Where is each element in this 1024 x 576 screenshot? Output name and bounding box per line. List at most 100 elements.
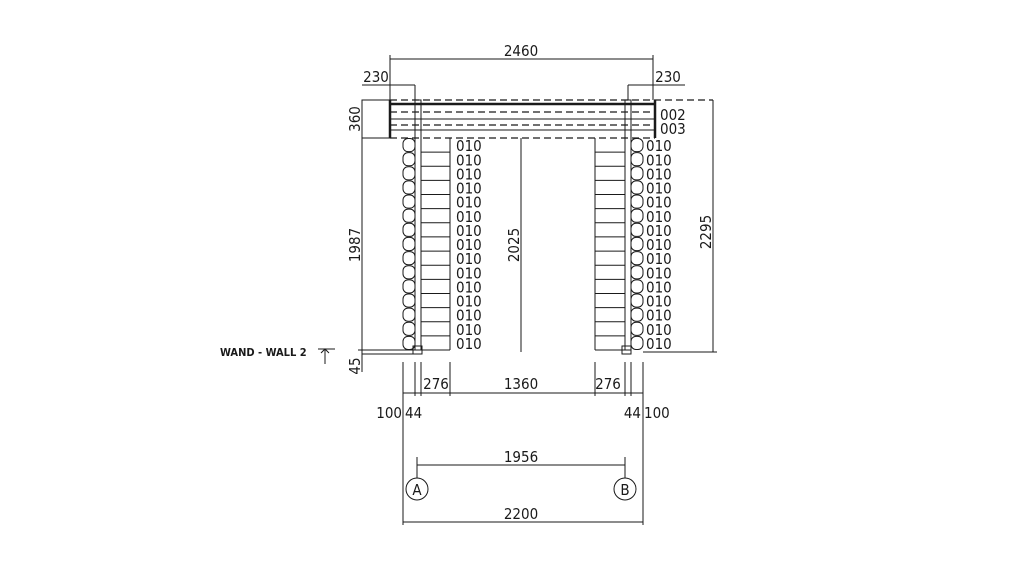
dim-text: 44 [624,404,641,422]
log-end-right [630,194,644,209]
axis-marker-b: B [613,477,637,501]
log-label: 010 [456,335,482,353]
log-label: 010 [646,180,672,198]
log-row: 010 010 [402,165,672,183]
dimension-2200: 2200 [403,505,643,523]
log-label: 010 [456,236,482,254]
base-plate [362,345,632,355]
log-end-left [402,138,416,153]
log-row: 010 010 [402,151,672,169]
log-label: 010 [646,208,672,226]
log-end-left [402,194,416,209]
log-end-right [630,335,644,351]
dim-text: 2460 [504,42,538,60]
dim-text: 1956 [504,448,538,466]
beam-label: 002 [660,106,686,124]
dim-text: 1987 [346,228,364,262]
log-label: 010 [456,137,482,155]
log-label: 010 [646,236,672,254]
section-label: WAND - WALL 2 [220,346,307,359]
log-row: 010 010 [402,307,672,325]
dimension-2460: 2460 [389,42,654,100]
log-label: 010 [456,194,482,212]
log-label: 010 [456,321,482,339]
log-label: 010 [456,250,482,268]
log-label: 010 [456,293,482,311]
log-row: 010 010 [402,250,672,268]
log-label: 010 [646,137,672,155]
log-row: 010 010 [402,335,672,353]
log-end-right [630,208,644,223]
dimension-1956: 1956 [416,448,626,478]
log-label: 010 [646,250,672,268]
log-end-left [402,222,416,237]
log-label: 010 [646,264,672,282]
log-label: 010 [456,264,482,282]
log-row: 010 010 [402,222,672,240]
log-row: 010 010 [402,264,672,282]
log-end-left [402,166,416,181]
top-beam: 002 003 [361,99,713,139]
log-label: 010 [456,208,482,226]
log-end-left [402,307,416,322]
log-label: 010 [456,307,482,325]
log-end-left [402,152,416,167]
log-row: 010 010 [402,321,672,339]
log-end-left [402,208,416,223]
log-row: 010 010 [402,137,672,155]
log-end-left [402,265,416,280]
dim-text: 276 [423,375,449,393]
log-end-left [402,251,416,266]
dimension-2295: 2295 [643,100,717,353]
log-label: 010 [456,278,482,296]
log-label: 010 [646,293,672,311]
dimension-1987: 1987 45 [346,138,366,375]
dim-text: 2200 [504,505,538,523]
section-arrow-icon [318,348,335,364]
dim-text-360: 360 [346,106,364,132]
log-label: 010 [456,222,482,240]
log-end-right [630,152,644,167]
dim-text: 230 [363,68,389,86]
log-end-left [402,279,416,294]
dim-text: 276 [595,375,621,393]
log-end-right [630,251,644,266]
log-end-left [402,293,416,308]
log-end-right [630,166,644,181]
log-label: 010 [646,222,672,240]
log-row: 010 010 [402,236,672,254]
log-end-right [630,180,644,195]
axis-marker-a: A [405,477,429,501]
dim-text: 100 [644,404,670,422]
log-label: 010 [646,307,672,325]
dimension-230-right: 230 [627,68,685,100]
log-label: 010 [456,165,482,183]
log-end-right [630,265,644,280]
log-label: 010 [646,321,672,339]
dim-text: 2025 [505,228,523,262]
dim-text: 230 [655,68,681,86]
log-label: 010 [646,151,672,169]
log-end-right [630,236,644,252]
beam-label: 003 [660,120,686,138]
dim-text: 44 [405,404,422,422]
log-end-left [402,180,416,195]
log-label: 010 [456,180,482,198]
log-label: 010 [646,165,672,183]
dim-text: 100 [376,404,402,422]
log-label: 010 [646,335,672,353]
log-end-right [630,293,644,308]
log-label: 010 [456,151,482,169]
log-row: 010 010 [402,180,672,198]
log-end-left [402,236,416,252]
dimension-230-left: 230 [362,68,416,100]
log-row: 010 010 [402,208,672,226]
dim-text: 2295 [697,215,715,249]
dimension-2025: 2025 [505,138,523,352]
log-end-left [402,321,416,336]
